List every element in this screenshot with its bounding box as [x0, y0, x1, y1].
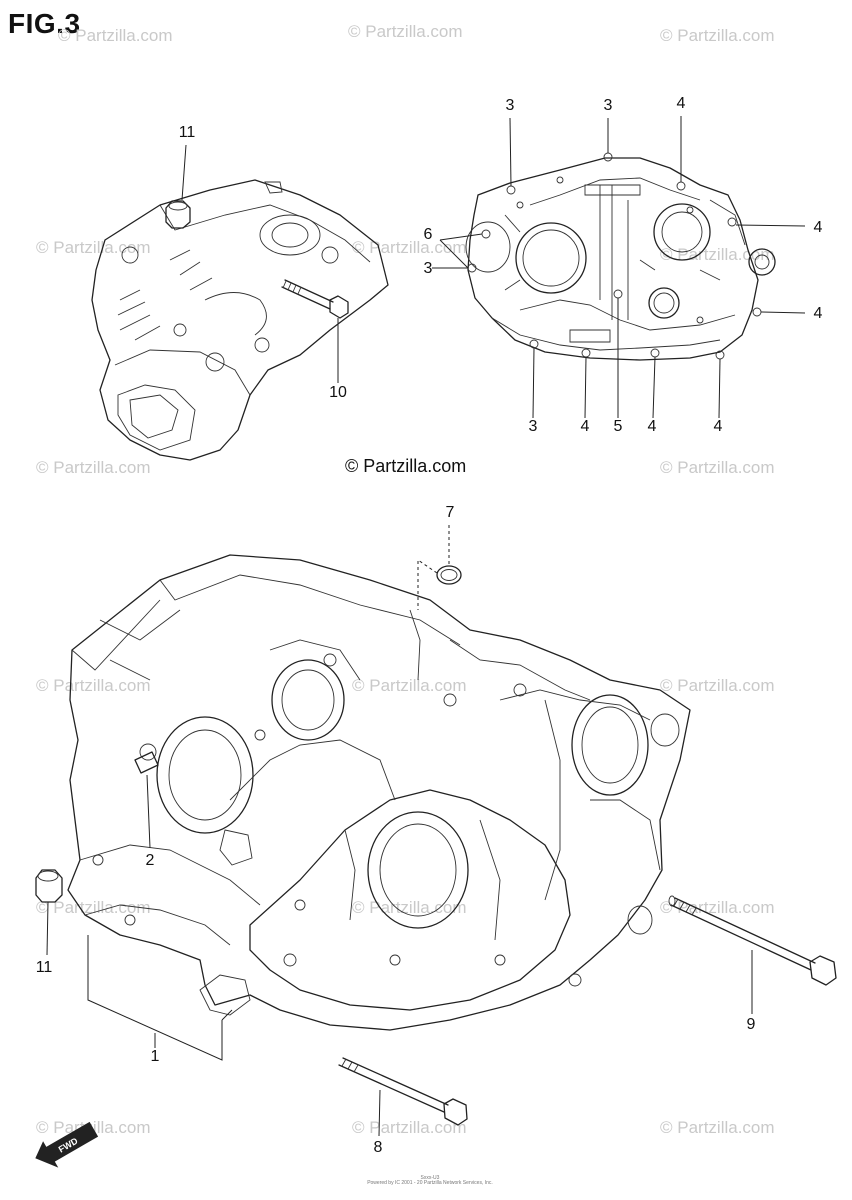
watermark: © Partzilla.com [36, 676, 151, 695]
watermark: © Partzilla.com [36, 238, 151, 257]
callout-4: 4 [813, 305, 823, 322]
callout-5: 5 [613, 418, 623, 435]
callout-4: 4 [580, 418, 590, 435]
callout-4: 4 [647, 418, 657, 435]
crankcase-side-view [465, 152, 776, 361]
callout-11: 11 [35, 959, 53, 976]
copyright-notice: © Partzilla.com [345, 456, 467, 476]
callout-9: 9 [746, 1016, 756, 1033]
footer-credit: Powered by IC 2001 - 20 Partzilla Networ… [367, 1180, 493, 1186]
watermark: © Partzilla.com [660, 676, 775, 695]
watermark: © Partzilla.com [660, 898, 775, 917]
figure-title: FIG.3 [8, 8, 81, 39]
watermark: © Partzilla.com [36, 1118, 151, 1137]
watermark: © Partzilla.com [352, 676, 467, 695]
crankcase-assembly-main [35, 525, 837, 1137]
watermark: © Partzilla.com [352, 1118, 467, 1137]
watermark: © Partzilla.com [58, 26, 173, 45]
callout-3: 3 [423, 260, 433, 277]
watermark: © Partzilla.com [348, 22, 463, 41]
callout-4: 4 [713, 418, 723, 435]
callout-11: 11 [178, 124, 196, 141]
callout-3: 3 [528, 418, 538, 435]
callout-8: 8 [373, 1139, 383, 1156]
callout-3: 3 [505, 97, 515, 114]
crankcase-upper-left-view [91, 179, 389, 461]
watermark: © Partzilla.com [660, 1118, 775, 1137]
leader-lines-top [181, 116, 806, 419]
callout-4: 4 [813, 219, 823, 236]
watermark: © Partzilla.com [660, 458, 775, 477]
watermark: © Partzilla.com [352, 238, 467, 257]
callout-3: 3 [603, 97, 613, 114]
forward-direction-arrow: FWD [35, 1121, 99, 1168]
callout-6: 6 [423, 226, 433, 243]
footer-code: Sxxx-U3 [420, 1175, 440, 1181]
watermark: © Partzilla.com [660, 26, 775, 45]
callout-4: 4 [676, 95, 686, 112]
watermark: © Partzilla.com [36, 898, 151, 917]
watermark: © Partzilla.com [36, 458, 151, 477]
callout-10: 10 [329, 384, 347, 401]
callout-2: 2 [145, 852, 155, 869]
callout-7: 7 [445, 504, 455, 521]
callout-1: 1 [150, 1048, 160, 1065]
watermark: © Partzilla.com [352, 898, 467, 917]
